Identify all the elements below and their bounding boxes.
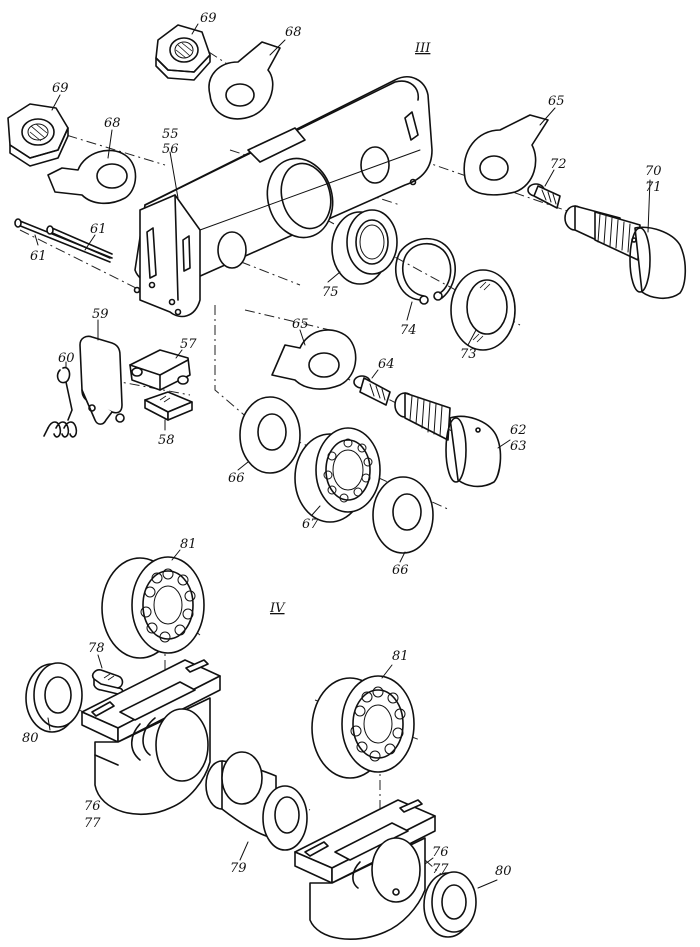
label-62: 62	[510, 423, 527, 438]
grease-nipple-64	[353, 375, 391, 406]
bearing-81-right	[311, 675, 415, 779]
label-79: 79	[230, 861, 247, 876]
bearing-75	[331, 209, 398, 285]
label-75: 75	[322, 285, 339, 300]
seal-80-right	[423, 871, 477, 938]
bearing-housing-76-77-left	[81, 659, 221, 816]
label-77-right: 77	[432, 862, 449, 877]
label-74: 74	[400, 323, 417, 338]
label-61-upper: 61	[90, 222, 107, 237]
bearing-67	[294, 427, 381, 523]
label-78: 78	[88, 641, 105, 656]
label-81-right: 81	[392, 649, 409, 664]
label-61-lower: 61	[30, 249, 47, 264]
label-76-right: 76	[432, 845, 449, 860]
axle-70-71	[564, 205, 687, 300]
label-77-left: 77	[84, 816, 101, 831]
label-56: 56	[162, 142, 179, 157]
label-80-left: 80	[22, 731, 39, 746]
washer-66-right	[372, 476, 434, 554]
label-55: 55	[162, 127, 179, 142]
label-72: 72	[550, 157, 567, 172]
label-66-left: 66	[228, 471, 245, 486]
tab-washer-65-lower	[271, 329, 357, 390]
tab-washer-68-top	[208, 41, 281, 120]
hex-nut-69-top	[155, 24, 211, 81]
label-73: 73	[460, 347, 477, 362]
washer-73	[450, 269, 516, 351]
bearing-housing-76-77-right	[294, 799, 436, 940]
part-number-labels: 69 68 69 68 55 56 65 72 70 71 61 61 75 7…	[22, 11, 662, 879]
washer-66-left	[239, 396, 301, 474]
label-65-lower: 65	[292, 317, 309, 332]
leader-lines	[34, 23, 651, 889]
pad-58	[144, 391, 193, 421]
grease-nipple-72	[527, 183, 561, 209]
label-69-left: 69	[52, 81, 69, 96]
pins-61	[14, 218, 113, 263]
label-70: 70	[645, 164, 662, 179]
label-59: 59	[92, 307, 109, 322]
hex-nut-69-left	[7, 103, 69, 167]
section-label-iv: IV	[269, 601, 286, 616]
lever-plate-59	[79, 335, 125, 425]
label-80-right: 80	[495, 864, 512, 879]
label-63: 63	[510, 439, 527, 454]
label-58: 58	[158, 433, 175, 448]
axle-62-63	[394, 392, 502, 488]
label-68-top: 68	[285, 25, 302, 40]
bracket-housing-55-56	[133, 76, 433, 318]
label-71: 71	[645, 180, 662, 195]
label-64: 64	[378, 357, 395, 372]
tab-washer-65-right	[463, 114, 549, 196]
tab-washer-68-left	[47, 149, 137, 205]
label-81-left: 81	[180, 537, 197, 552]
bracket-57	[129, 349, 191, 391]
label-68-left: 68	[104, 116, 121, 131]
sleeve-79	[205, 751, 308, 851]
label-67: 67	[302, 517, 319, 532]
label-69-top: 69	[200, 11, 217, 26]
key-78	[91, 669, 124, 695]
label-65-right: 65	[548, 94, 565, 109]
seal-80-left	[25, 662, 83, 733]
label-60: 60	[58, 351, 75, 366]
label-76-left: 76	[84, 799, 101, 814]
label-66-right: 66	[392, 563, 409, 578]
label-57: 57	[180, 337, 197, 352]
section-label-iii: III	[414, 41, 431, 56]
circlip-74	[395, 237, 456, 305]
spring-60	[43, 366, 78, 438]
bearing-81-left	[101, 556, 205, 659]
